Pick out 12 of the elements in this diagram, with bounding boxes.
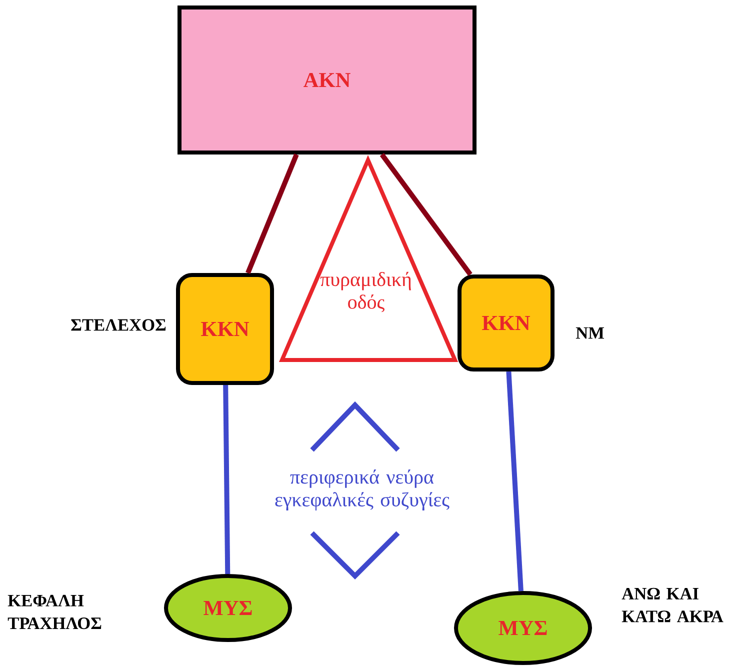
side-label: NM bbox=[576, 327, 604, 339]
connector-line bbox=[506, 371, 524, 592]
box: AKN bbox=[178, 6, 476, 154]
rounded-box: KKN bbox=[176, 273, 274, 385]
connector-line bbox=[246, 154, 299, 274]
ellipse-node: ΜΥΣ bbox=[164, 574, 292, 642]
side-label: ΚΕΦΑΛΗ ΤΡΑΧΗΛΟΣ bbox=[8, 594, 102, 630]
connector-line bbox=[223, 384, 230, 574]
ellipse-node: ΜΥΣ bbox=[454, 591, 592, 665]
rounded-box: KKN bbox=[458, 274, 554, 372]
side-label: ΣΤΕΛΕΧΟΣ bbox=[71, 319, 166, 331]
side-label: ΑΝΩ ΚΑΙ ΚΑΤΩ ΑΚΡΑ bbox=[622, 588, 724, 622]
